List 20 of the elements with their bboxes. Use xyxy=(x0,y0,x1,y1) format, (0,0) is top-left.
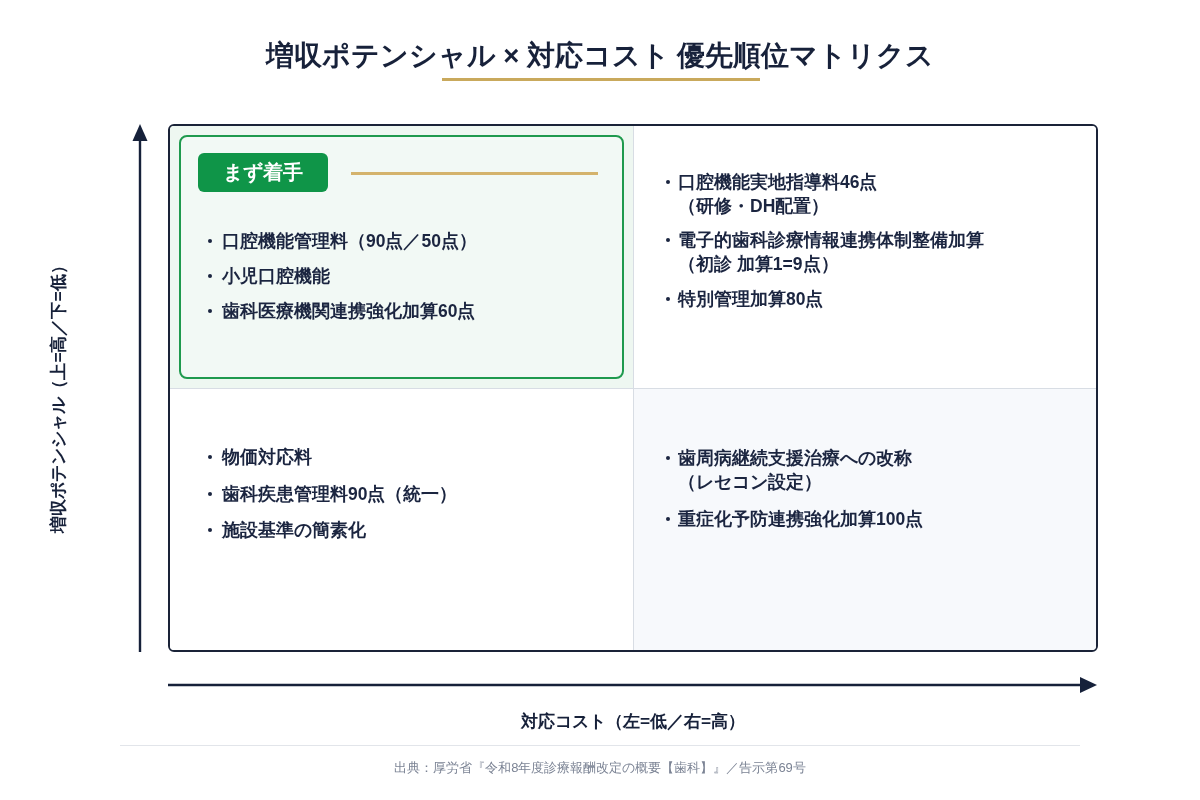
list-item: 重症化予防連携強化加算100点 xyxy=(678,508,924,531)
quadrant-panel xyxy=(170,388,633,650)
priority-badge: まず着手 xyxy=(198,153,328,192)
list-item: 小児口腔機能 xyxy=(222,265,330,288)
title: 増収ポテンシャル × 対応コスト 優先順位マトリクス xyxy=(265,39,935,73)
quadrant-panel xyxy=(633,126,1096,388)
caption: 出典：厚労省『令和8年度診療報酬改定の概要【歯科】』／告示第69号 xyxy=(394,759,806,777)
quadrant-panel xyxy=(633,388,1096,650)
list-item: 歯科医療機関連携強化加算60点 xyxy=(222,300,476,323)
list-item: 物価対応料 xyxy=(222,446,312,469)
matrix-frame xyxy=(168,124,1098,652)
list-item: 電子的歯科診療情報連携体制整備加算（初診 加算1=9点） xyxy=(678,229,984,276)
axis-label: 増収ポテンシャル（上=高／下=低） xyxy=(47,257,69,533)
list-item: 口腔機能管理料（90点／50点） xyxy=(222,230,477,253)
list-item: 施設基準の簡素化 xyxy=(222,519,366,542)
list-item: 歯科疾患管理料90点（統一） xyxy=(222,483,458,506)
list-item: 歯周病継続支援治療への改称（レセコン設定） xyxy=(678,447,912,494)
list-item: 特別管理加算80点 xyxy=(678,288,824,311)
axis-label: 対応コスト（左=低／右=高） xyxy=(520,710,746,733)
list-item: 口腔機能実地指導料46点（研修・DH配置） xyxy=(678,171,878,218)
